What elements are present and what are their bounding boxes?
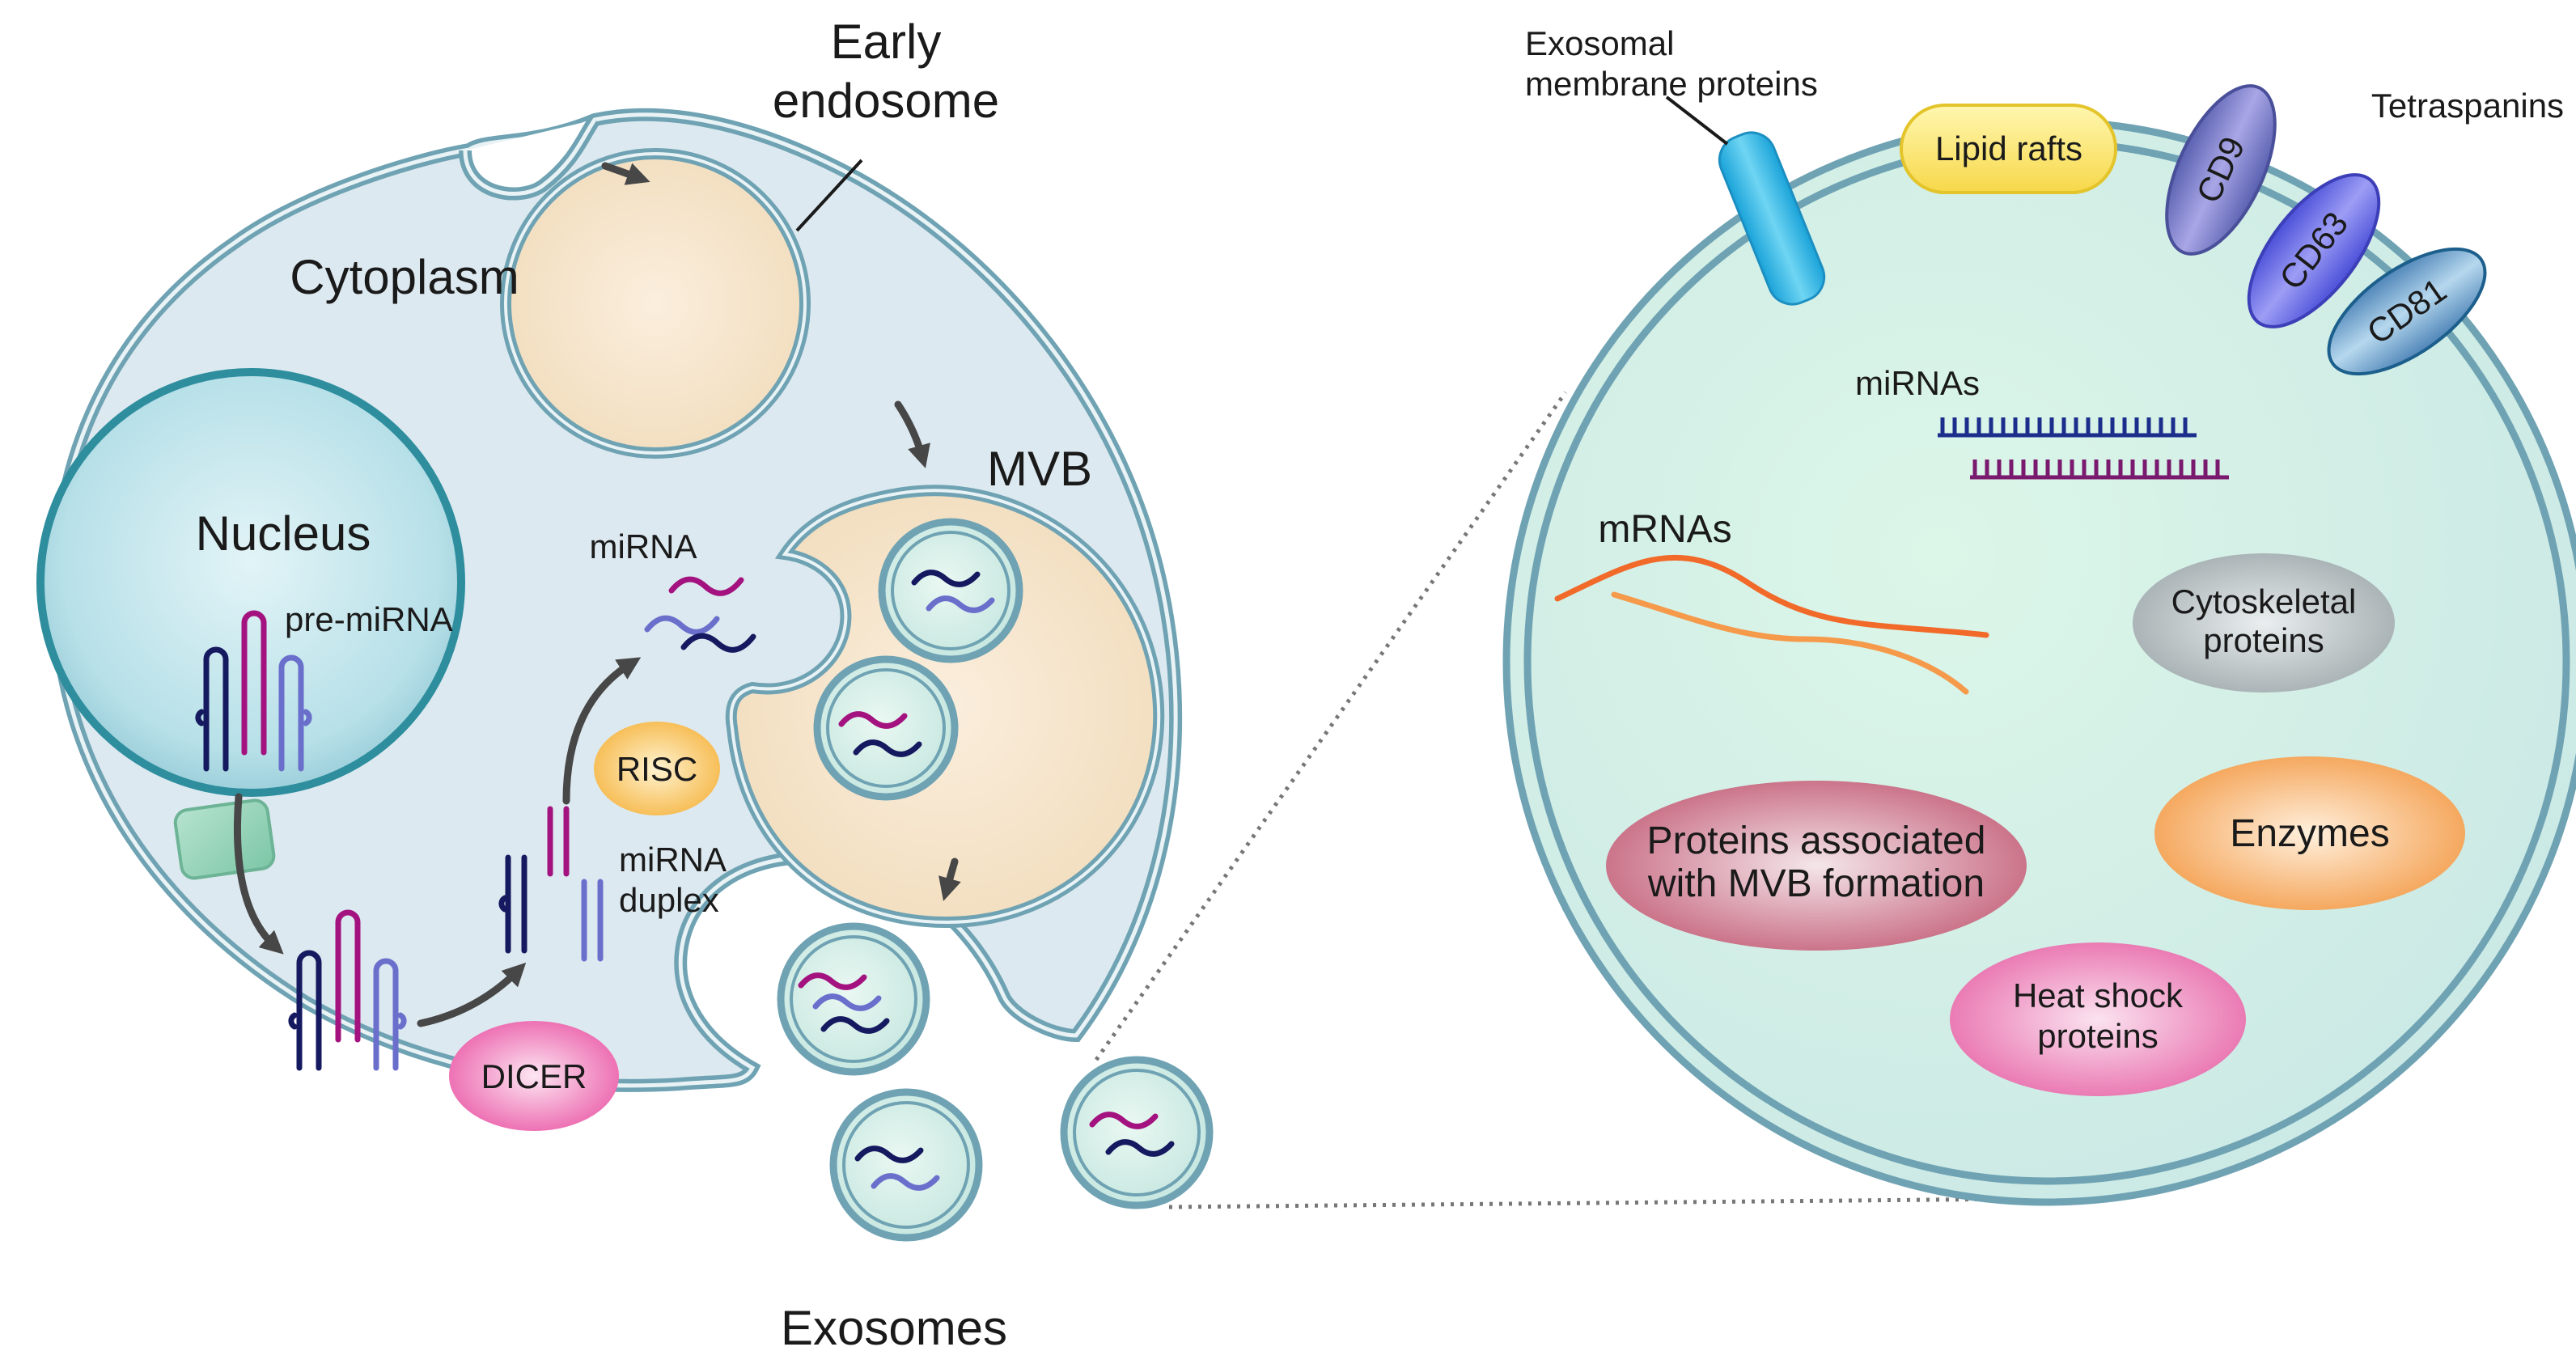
risc-label: RISC (616, 750, 697, 788)
early-endosome-pointer (795, 159, 863, 232)
pre-mirna-hairpins (195, 610, 312, 772)
nucleus-label: Nucleus (196, 506, 371, 561)
pathway-arrows (233, 162, 961, 1027)
mature-mirna-strands (644, 576, 756, 653)
zoom-lines (1094, 391, 2019, 1209)
exosome-vesicle (777, 922, 930, 1076)
lipid-rafts-label: Lipid rafts (1935, 129, 2082, 167)
pre-mirna-label: pre-miRNA (285, 600, 453, 638)
early-endosome-label-line2: endosome (773, 74, 999, 128)
mvb-vesicle (813, 655, 959, 801)
mrnas-label: mRNAs (1598, 508, 1731, 551)
exported-pre-mirna-hairpins (288, 909, 407, 1071)
membrane-proteins-label-line1: Exosomal (1525, 24, 1674, 62)
exosomal-membrane-protein (1718, 131, 1826, 306)
risc-complex (594, 722, 720, 815)
enzymes (2154, 756, 2465, 910)
tetraspanins-label: Tetraspanins (2371, 87, 2564, 125)
heat-shock-proteins (1950, 942, 2246, 1096)
enzymes-label: Enzymes (2230, 812, 2389, 855)
mrna-strands (1554, 554, 1989, 695)
mvb-associated-proteins (1606, 781, 2027, 951)
nucleus (36, 368, 465, 797)
dicer-enzyme (449, 1021, 619, 1131)
mvb-label: MVB (987, 442, 1092, 496)
membrane-proteins-label-line2: membrane proteins (1525, 65, 1818, 103)
mirnas-label: miRNAs (1855, 364, 1980, 402)
cytoplasm-label: Cytoplasm (290, 250, 519, 304)
early-endosome-label-line1: Early (831, 15, 942, 69)
lipid-raft (1900, 104, 2117, 194)
exosome-vesicle (829, 1088, 983, 1242)
mirna-duplex-label-line2: duplex (619, 881, 719, 919)
mirna-duplex-strands (498, 806, 604, 962)
heat-shock-label-line1: Heat shock (2013, 976, 2184, 1014)
cd63-tetraspanin (2247, 173, 2381, 328)
exosome-vesicle (1060, 1056, 1214, 1209)
mirna-combs (1938, 417, 2229, 480)
mvb-vesicle (878, 518, 1023, 663)
mirna-label: miRNA (590, 527, 697, 565)
nuclear-pore (173, 798, 276, 880)
cytoskeletal-label-line2: proteins (2203, 621, 2324, 659)
mirna-duplex-label-line1: miRNA (619, 841, 727, 879)
mvb-proteins-label-line2: with MVB formation (1647, 862, 1985, 905)
cd81-tetraspanin (2327, 247, 2487, 376)
mvb-proteins-label-line1: Proteins associated (1647, 820, 1986, 862)
exosomes-label: Exosomes (781, 1301, 1007, 1355)
dicer-label: DICER (481, 1057, 587, 1095)
cytoskeletal-label-line1: Cytoskeletal (2171, 582, 2357, 620)
cd9-tetraspanin (2165, 84, 2277, 256)
membrane-protein-pointer (1665, 95, 1729, 146)
heat-shock-label-line2: proteins (2037, 1017, 2158, 1055)
cytoskeletal-proteins (2133, 553, 2395, 692)
